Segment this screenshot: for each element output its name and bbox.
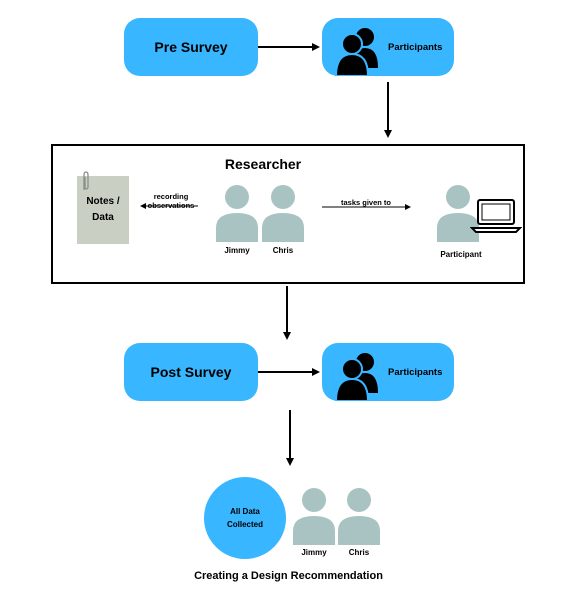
researcher-name-jimmy: Jimmy (224, 246, 250, 255)
participant-label: Participant (440, 250, 482, 259)
notes-data-card: Notes / Data (77, 176, 129, 244)
pre-survey-box: Pre Survey (124, 18, 258, 76)
person-icon (216, 185, 258, 242)
participants-box-top: Participants (322, 18, 454, 76)
researcher-title: Researcher (224, 156, 302, 172)
all-data-collected-label: All Data Collected (226, 507, 263, 529)
participants-top-label: Participants (388, 41, 443, 53)
final-name-chris: Chris (348, 548, 370, 557)
person-icon (437, 185, 479, 242)
person-icon (338, 488, 380, 545)
post-survey-label: Post Survey (150, 364, 232, 380)
tasks-given-label: tasks given to (340, 198, 392, 207)
pre-survey-label: Pre Survey (154, 39, 228, 55)
post-survey-box: Post Survey (124, 343, 258, 401)
notes-data-label: Notes / Data (86, 196, 120, 223)
group-people-icon (334, 28, 378, 76)
person-icon (293, 488, 335, 545)
design-recommendation-caption: Creating a Design Recommendation (194, 570, 383, 582)
participants-box-bottom: Participants (322, 343, 454, 401)
paperclip-icon (83, 171, 89, 190)
laptop-icon (470, 199, 522, 233)
recording-observations-label: recording observations (147, 192, 195, 210)
person-icon (262, 185, 304, 242)
final-name-jimmy: Jimmy (301, 548, 327, 557)
group-people-icon (334, 353, 378, 401)
participants-bottom-label: Participants (388, 366, 443, 378)
researcher-name-chris: Chris (272, 246, 294, 255)
all-data-collected-circle: All Data Collected (204, 477, 286, 559)
